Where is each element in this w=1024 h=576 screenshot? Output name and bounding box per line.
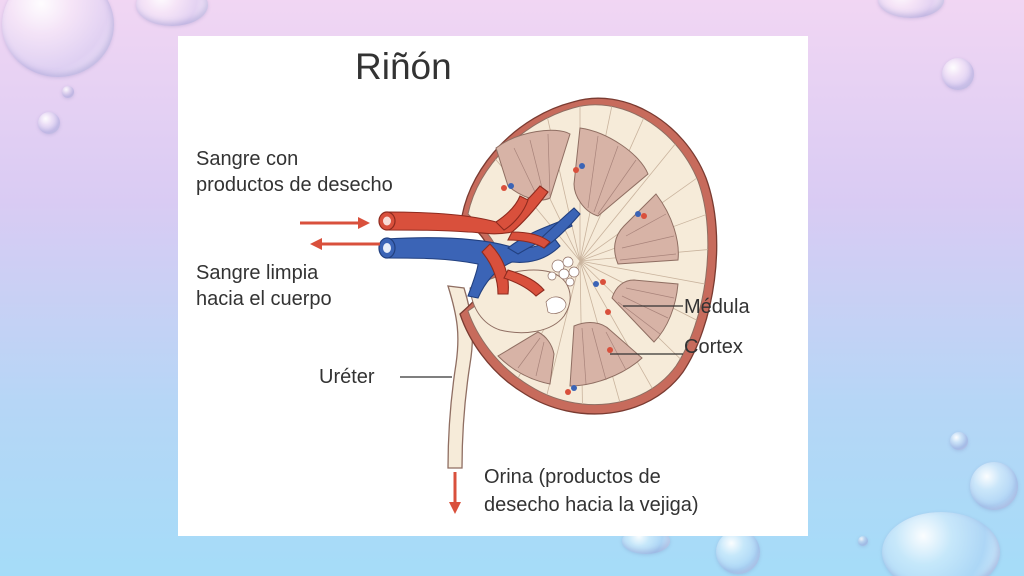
bubble-decoration xyxy=(970,462,1018,510)
pyramid-striations xyxy=(513,133,677,385)
label-blood-in-line2: productos de desecho xyxy=(196,174,393,196)
blood-in-arrow xyxy=(300,217,370,229)
label-cortex: Cortex xyxy=(684,336,743,358)
artery-lumen xyxy=(383,216,391,226)
label-medulla: Médula xyxy=(684,296,750,318)
label-urine-line2: desecho hacia la vejiga) xyxy=(484,494,699,516)
bubble-decoration xyxy=(716,530,760,574)
label-ureter: Uréter xyxy=(319,366,375,388)
vein-lumen xyxy=(383,243,391,253)
bubble-decoration xyxy=(878,0,944,18)
bubble-decoration xyxy=(942,58,974,90)
bubble-decoration xyxy=(62,86,74,98)
leader-lines xyxy=(400,305,683,378)
diagram-panel: Riñón Sangre con productos de desecho Sa… xyxy=(178,36,808,536)
label-blood-out-line2: hacia el cuerpo xyxy=(196,288,332,310)
bubble-decoration xyxy=(882,512,1000,576)
bubble-decoration xyxy=(136,0,208,26)
renal-pelvis xyxy=(469,269,571,334)
medulla-pyramids xyxy=(495,127,679,387)
calyx-cluster xyxy=(545,256,580,314)
label-blood-in-line1: Sangre con xyxy=(196,148,299,170)
cortex-vessel-dots xyxy=(501,163,647,395)
diagram-title: Riñón xyxy=(355,46,452,87)
urine-arrow xyxy=(449,472,461,514)
label-urine-line1: Orina (productos de xyxy=(484,466,661,488)
bubble-decoration xyxy=(858,536,868,546)
renal-artery xyxy=(385,185,551,297)
kidney-diagram xyxy=(300,97,718,514)
bubble-decoration xyxy=(38,112,60,134)
bubble-decoration xyxy=(2,0,114,77)
blood-out-arrow xyxy=(310,238,380,250)
label-blood-out-line1: Sangre limpia xyxy=(196,262,319,284)
bubble-decoration xyxy=(950,432,968,450)
